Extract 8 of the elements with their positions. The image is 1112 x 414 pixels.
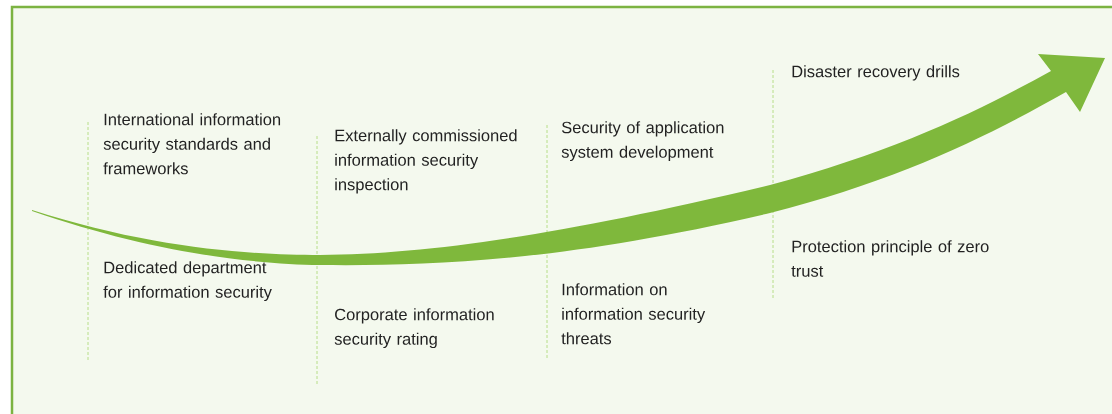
step-text: Information on information security threats: [561, 283, 706, 345]
step-text: Disaster recovery drills: [792, 65, 960, 81]
step-text: Security of application system development: [561, 121, 724, 162]
step-text: International information security standards and frameworks: [103, 113, 281, 175]
step-text: Dedicated department for information security: [103, 261, 272, 302]
step-text: Externally commissioned information security inspection: [335, 129, 517, 194]
step-text: Corporate information security rating: [334, 308, 494, 349]
step-text: Protection principle of zero trust: [791, 240, 989, 277]
